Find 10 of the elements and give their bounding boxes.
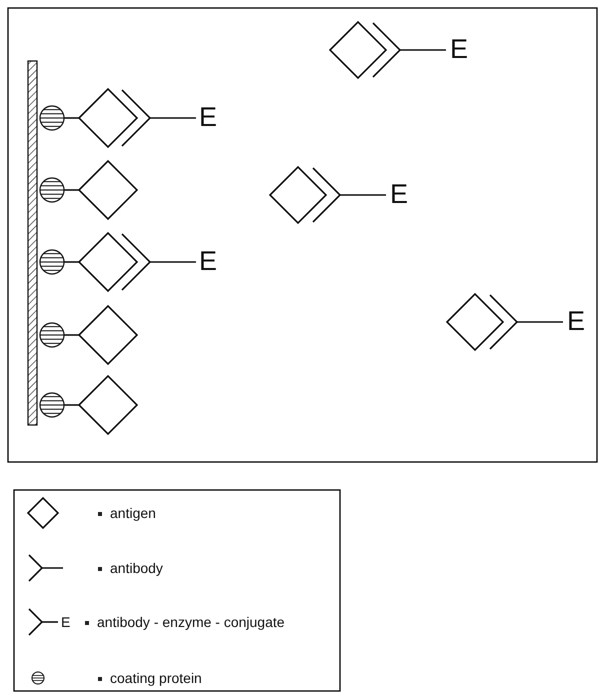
legend-text: antigen xyxy=(98,505,156,521)
enzyme-label: E xyxy=(199,104,218,131)
enzyme-label: E xyxy=(450,36,468,63)
legend-text: coating protein xyxy=(98,670,202,686)
enzyme-label: E xyxy=(390,181,408,208)
enzyme-label: E xyxy=(61,614,70,630)
enzyme-label: E xyxy=(567,308,586,335)
legend-text: antibody - enzyme - conjugate xyxy=(85,614,285,630)
enzyme-label: E xyxy=(199,248,218,275)
legend-text: antibody xyxy=(98,560,163,576)
